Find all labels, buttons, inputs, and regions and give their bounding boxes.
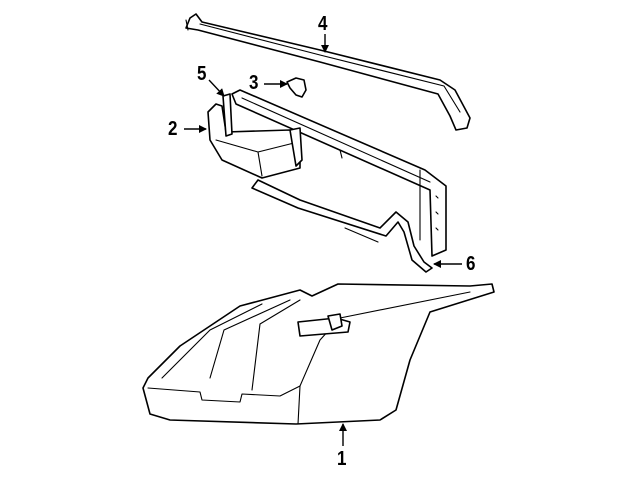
callout-5: 5: [197, 63, 207, 85]
part-1-trunk-lid: [142, 283, 495, 425]
callout-6: 6: [466, 253, 476, 275]
callout-1: 1: [337, 448, 347, 470]
callout-3: 3: [249, 72, 259, 94]
part-3-bumper: [286, 77, 307, 98]
part-5-bracket: [222, 93, 233, 137]
part-6-frame: [231, 89, 447, 273]
leader-5: [208, 79, 225, 97]
part-2-hinge: [207, 103, 303, 179]
callout-2: 2: [168, 118, 178, 140]
part-4-weatherstrip: [185, 13, 471, 131]
callout-4: 4: [318, 13, 328, 35]
